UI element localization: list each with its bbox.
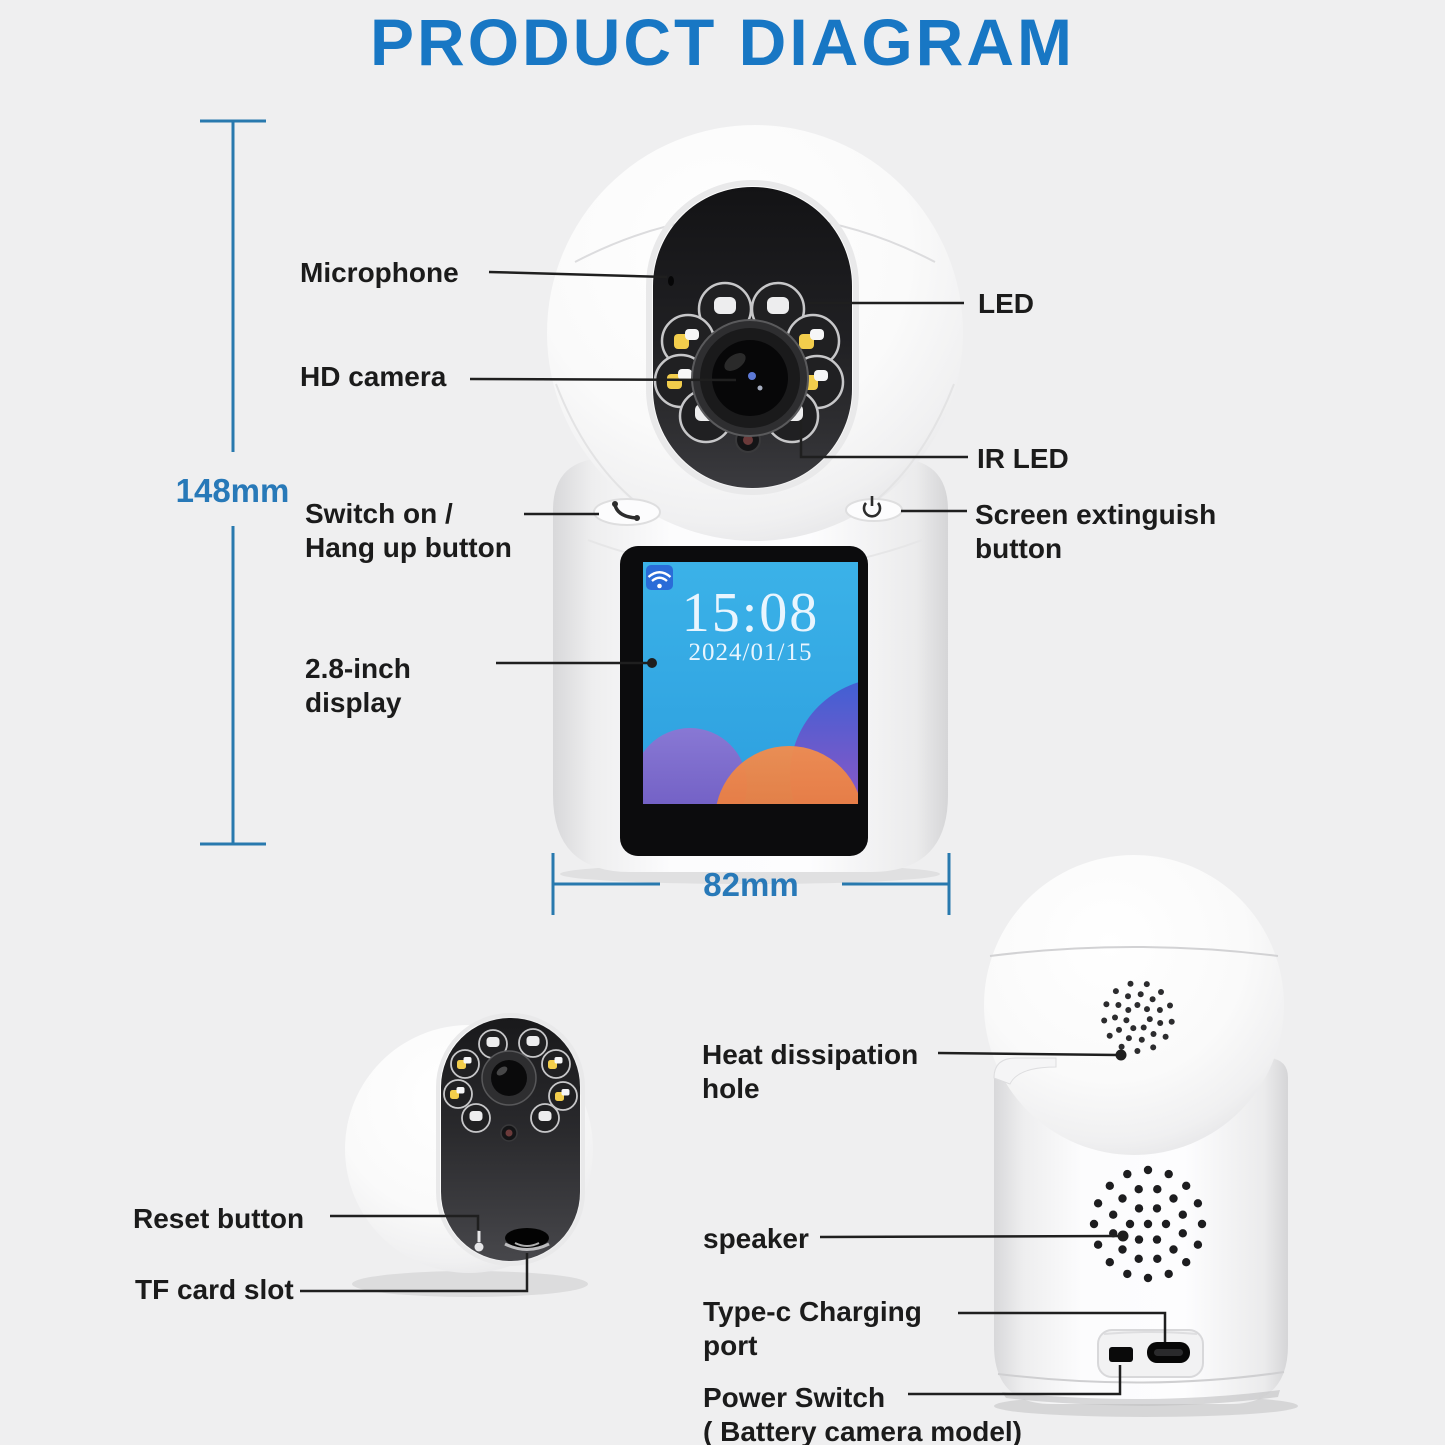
power-switch-leader: [908, 1365, 1122, 1396]
lens-small: [481, 1050, 537, 1106]
screen-time: 15:08: [681, 582, 820, 644]
reset-button-icon: [474, 1231, 484, 1252]
front-head-view: [345, 1013, 593, 1297]
label-heat-dissipation: Heat dissipation hole: [702, 1039, 919, 1104]
label-hd-camera: HD camera: [300, 361, 447, 392]
back-view: [984, 855, 1298, 1417]
screen-date: 2024/01/15: [688, 639, 813, 666]
page-title: PRODUCT DIAGRAM: [370, 5, 1075, 79]
phone-icon: [612, 501, 640, 521]
screen-orange-circle: [716, 746, 858, 804]
label-switch-hang-up: Switch on / Hang up button: [305, 498, 512, 563]
label-ir-led: IR LED: [977, 443, 1069, 474]
power-switch: [1109, 1347, 1133, 1362]
height-dimension-label: 148mm: [175, 472, 290, 509]
back-body: [994, 1058, 1288, 1404]
microphone-hole: [668, 276, 674, 286]
tf-card-slot: [504, 1228, 550, 1251]
label-screen-extinguish: Screen extinguish button: [975, 499, 1217, 564]
label-speaker: speaker: [703, 1223, 809, 1254]
label-power-switch: Power Switch ( Battery camera model): [703, 1382, 1023, 1445]
back-head-sphere: [984, 855, 1284, 1155]
leader-lines: [300, 270, 1167, 1396]
screen-purple-circle: [643, 728, 747, 804]
heat-dissipation-holes: [1101, 980, 1175, 1054]
label-reset-button: Reset button: [133, 1203, 305, 1234]
hd-camera-leader: [469, 377, 737, 382]
tf-leader: [300, 1253, 529, 1293]
width-dimension-label: 82mm: [703, 866, 799, 903]
height-dimension-line: [200, 119, 266, 846]
type-c-leader: [958, 1311, 1167, 1342]
label-tf-card-slot: TF card slot: [135, 1274, 294, 1305]
display-screen: [643, 562, 858, 804]
heat-leader: [937, 1051, 1119, 1057]
leader-dots: [647, 658, 1129, 1242]
type-c-port: [1147, 1342, 1190, 1363]
label-led: LED: [978, 288, 1034, 319]
led-ring-small: [443, 1028, 578, 1142]
label-type-c: Type-c Charging port: [703, 1296, 922, 1361]
main-camera-front-view: [547, 125, 963, 884]
dimension-lines: [200, 119, 951, 915]
power-icon: [862, 496, 882, 518]
reset-leader: [330, 1214, 480, 1230]
ir-led-leader: [799, 420, 968, 459]
hang-up-button: [593, 498, 661, 526]
label-display: 2.8-inch display: [305, 653, 411, 718]
hd-camera-lens: [691, 319, 809, 437]
wifi-icon: [646, 565, 673, 590]
speaker-leader: [819, 1234, 1121, 1239]
width-dimension-line: [551, 853, 951, 915]
label-microphone: Microphone: [300, 257, 459, 288]
microphone-leader: [488, 270, 668, 279]
